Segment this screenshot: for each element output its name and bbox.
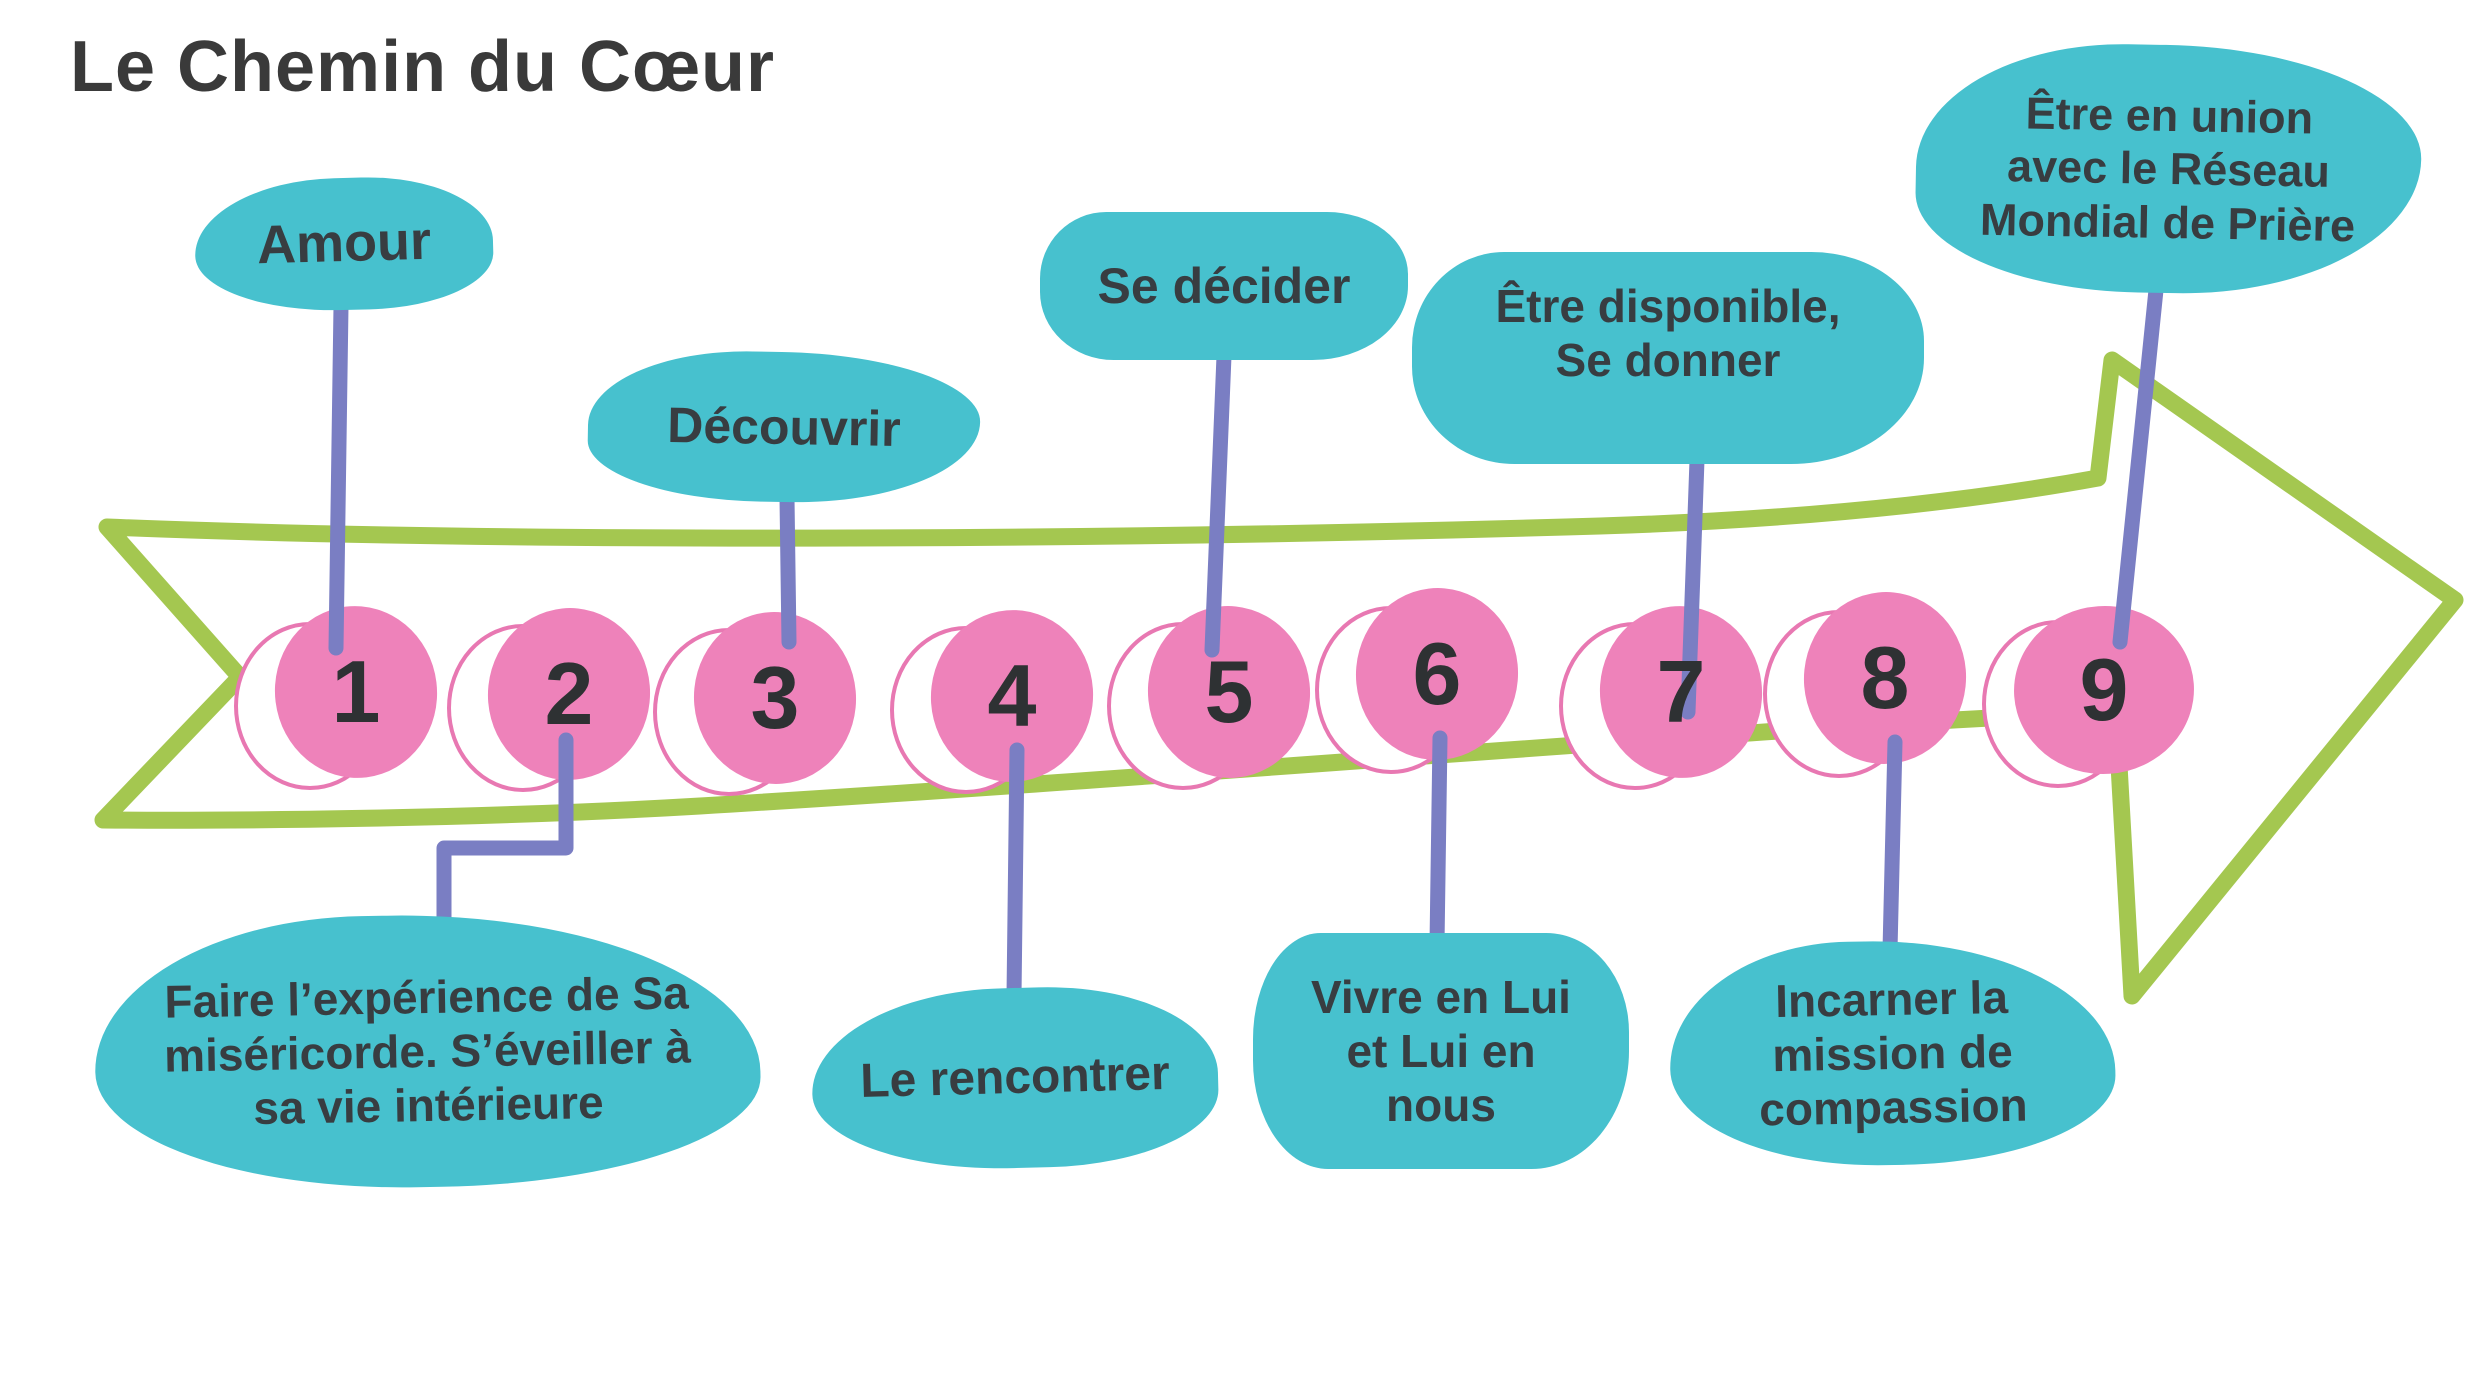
connector-step-2 — [436, 732, 574, 936]
step-number-6: 6 — [1412, 624, 1462, 723]
connector-lines — [328, 282, 2164, 1004]
step-number-4: 4 — [987, 646, 1037, 745]
bubble-line: Être disponible, — [1495, 279, 1841, 332]
bubble-line: Découvrir — [666, 396, 902, 457]
step-label-bubble-6: Vivre en Lui et Lui en nous — [1253, 933, 1629, 1169]
connector-step-8 — [1882, 734, 1903, 958]
step-number-9: 9 — [2079, 640, 2129, 739]
bubble-line: Amour — [256, 210, 432, 276]
bubble-line: Vivre en Lui — [1311, 970, 1571, 1023]
page-title: Le Chemin du Cœur — [70, 27, 775, 107]
bubble-line: avec le Réseau — [2006, 140, 2331, 198]
bubble-line: sa vie intérieure — [252, 1076, 605, 1135]
bubble-line: Faire l’expérience de Sa — [164, 966, 690, 1028]
connector-step-6 — [1429, 730, 1448, 952]
bubble-line: et Lui en — [1346, 1024, 1536, 1077]
step-number-1: 1 — [331, 642, 381, 741]
connector-step-7 — [1680, 452, 1705, 720]
connector-step-5 — [1204, 348, 1232, 658]
step-number-5: 5 — [1204, 642, 1254, 741]
step-number-2: 2 — [544, 644, 594, 743]
bubble-line: Incarner la — [1774, 970, 2009, 1027]
step-label-bubble-5: Se décider — [1040, 212, 1408, 360]
bubble-line: Se donner — [1555, 334, 1781, 386]
bubble-line: Se décider — [1097, 257, 1351, 314]
connector-step-4 — [1006, 742, 1025, 1004]
bubble-line: compassion — [1758, 1078, 2029, 1136]
connector-step-3 — [779, 490, 797, 650]
step-label-bubble-7: Être disponible, Se donner — [1412, 252, 1924, 464]
step-circles — [274, 588, 2194, 784]
bubble-line: miséricorde. S’éveiller à — [163, 1020, 692, 1082]
step-number-3: 3 — [750, 648, 800, 747]
step-number-7: 7 — [1656, 642, 1706, 741]
connector-step-9 — [2112, 282, 2164, 650]
bubble-line: Être en union — [2025, 87, 2314, 144]
bubble-line: nous — [1386, 1079, 1496, 1132]
bubble-line: mission de — [1771, 1024, 2014, 1081]
connector-step-1 — [328, 298, 349, 656]
step-number-8: 8 — [1860, 628, 1910, 727]
bubble-line: Mondial de Prière — [1979, 193, 2356, 251]
bubble-line: Le rencontrer — [859, 1046, 1171, 1108]
